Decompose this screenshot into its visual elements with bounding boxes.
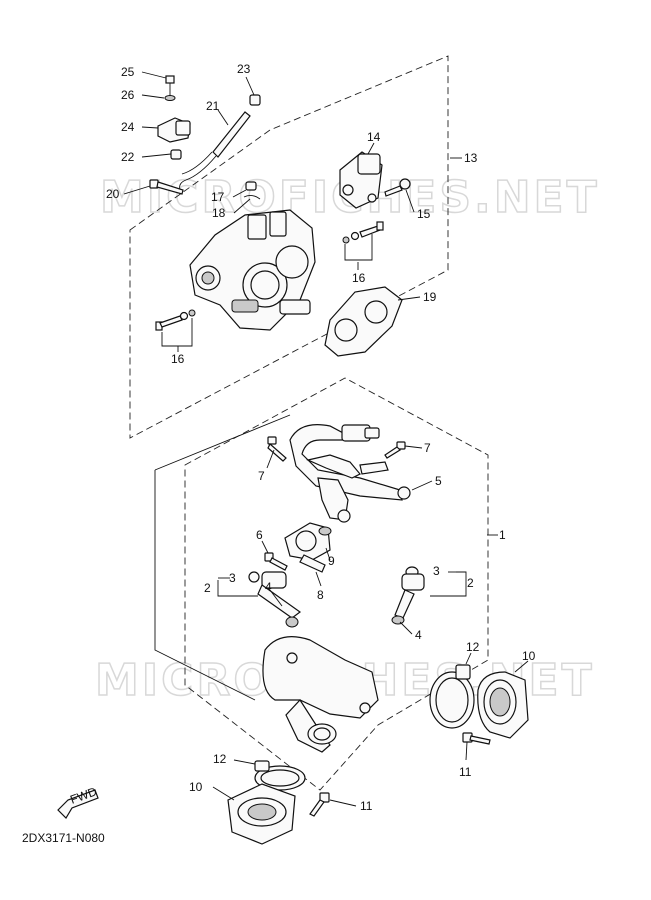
callout-labels: 25 26 24 22 23 21 20 17 18 14 15 13 16 1… <box>106 62 536 813</box>
callout-26: 26 <box>121 88 135 102</box>
callout-5: 5 <box>435 474 442 488</box>
throttle-body <box>189 209 316 331</box>
screw-15 <box>384 178 411 197</box>
group-box-13 <box>129 55 449 439</box>
screw-11-lower <box>309 792 330 817</box>
collar-22 <box>170 149 182 160</box>
callout-11-lower: 11 <box>360 799 373 813</box>
pressure-sensor-9 <box>284 522 332 561</box>
callout-17: 17 <box>211 190 225 204</box>
callout-3-left: 3 <box>229 571 236 585</box>
callout-11-right: 11 <box>459 765 472 779</box>
callout-4-left: 4 <box>265 580 272 594</box>
callout-18: 18 <box>212 206 226 220</box>
callout-15: 15 <box>417 207 431 221</box>
callout-25: 25 <box>121 65 135 79</box>
callout-22: 22 <box>121 150 135 164</box>
callout-24: 24 <box>121 120 135 134</box>
callout-16-left: 16 <box>171 352 185 366</box>
callout-12-lower: 12 <box>213 752 227 766</box>
clip-18 <box>243 194 261 200</box>
joint-10-right <box>477 671 529 739</box>
screw-20 <box>149 179 184 195</box>
callout-4-right: 4 <box>415 628 422 642</box>
fitting-23 <box>249 94 261 106</box>
callout-1: 1 <box>499 528 506 542</box>
callout-13: 13 <box>464 151 478 165</box>
fwd-arrow-icon: FWD <box>57 784 99 819</box>
callout-23: 23 <box>237 62 251 76</box>
gasket-19 <box>324 286 403 357</box>
diagram-code: 2DX3171-N080 <box>22 831 105 845</box>
hose-clamp-12-right <box>429 664 475 729</box>
leader-group-1-top <box>154 414 291 471</box>
callout-9: 9 <box>328 554 335 568</box>
callout-14: 14 <box>367 130 381 144</box>
hose-clamp-12-lower <box>254 760 306 791</box>
callout-12-right: 12 <box>466 640 480 654</box>
callout-19: 19 <box>423 290 437 304</box>
callout-20: 20 <box>106 187 120 201</box>
screw-7-upper <box>267 436 287 462</box>
callout-10-right: 10 <box>522 649 536 663</box>
callout-6: 6 <box>256 528 263 542</box>
group-box-1 <box>184 377 489 791</box>
leader-group-1-left <box>154 470 256 701</box>
screw-set-16-right <box>342 221 384 244</box>
intake-manifold <box>262 636 379 753</box>
hose-21 <box>179 111 251 191</box>
bolt-25 <box>165 75 175 98</box>
washer-26 <box>164 95 176 101</box>
callout-7-upper: 7 <box>258 469 265 483</box>
callout-3-right: 3 <box>433 564 440 578</box>
callout-7-right: 7 <box>424 441 431 455</box>
screw-11-right <box>462 732 491 745</box>
injector-2-left <box>248 571 302 628</box>
callout-16-right: 16 <box>352 271 366 285</box>
sensor-24 <box>157 117 191 143</box>
cap-17 <box>245 181 257 191</box>
injector-2-right <box>391 566 425 625</box>
joint-10-lower <box>227 783 296 845</box>
callout-2-right: 2 <box>467 576 474 590</box>
leader-lines <box>123 71 529 807</box>
callout-10-lower: 10 <box>189 780 203 794</box>
screw-6 <box>264 552 288 571</box>
callout-8: 8 <box>317 588 324 602</box>
callout-2-left: 2 <box>204 581 211 595</box>
hose-8 <box>299 554 326 573</box>
tps-sensor-14 <box>339 151 383 209</box>
callout-21: 21 <box>206 99 220 113</box>
fuel-rail-5 <box>289 424 411 523</box>
screw-set-16-left <box>155 309 196 331</box>
screw-7-right <box>384 441 406 459</box>
